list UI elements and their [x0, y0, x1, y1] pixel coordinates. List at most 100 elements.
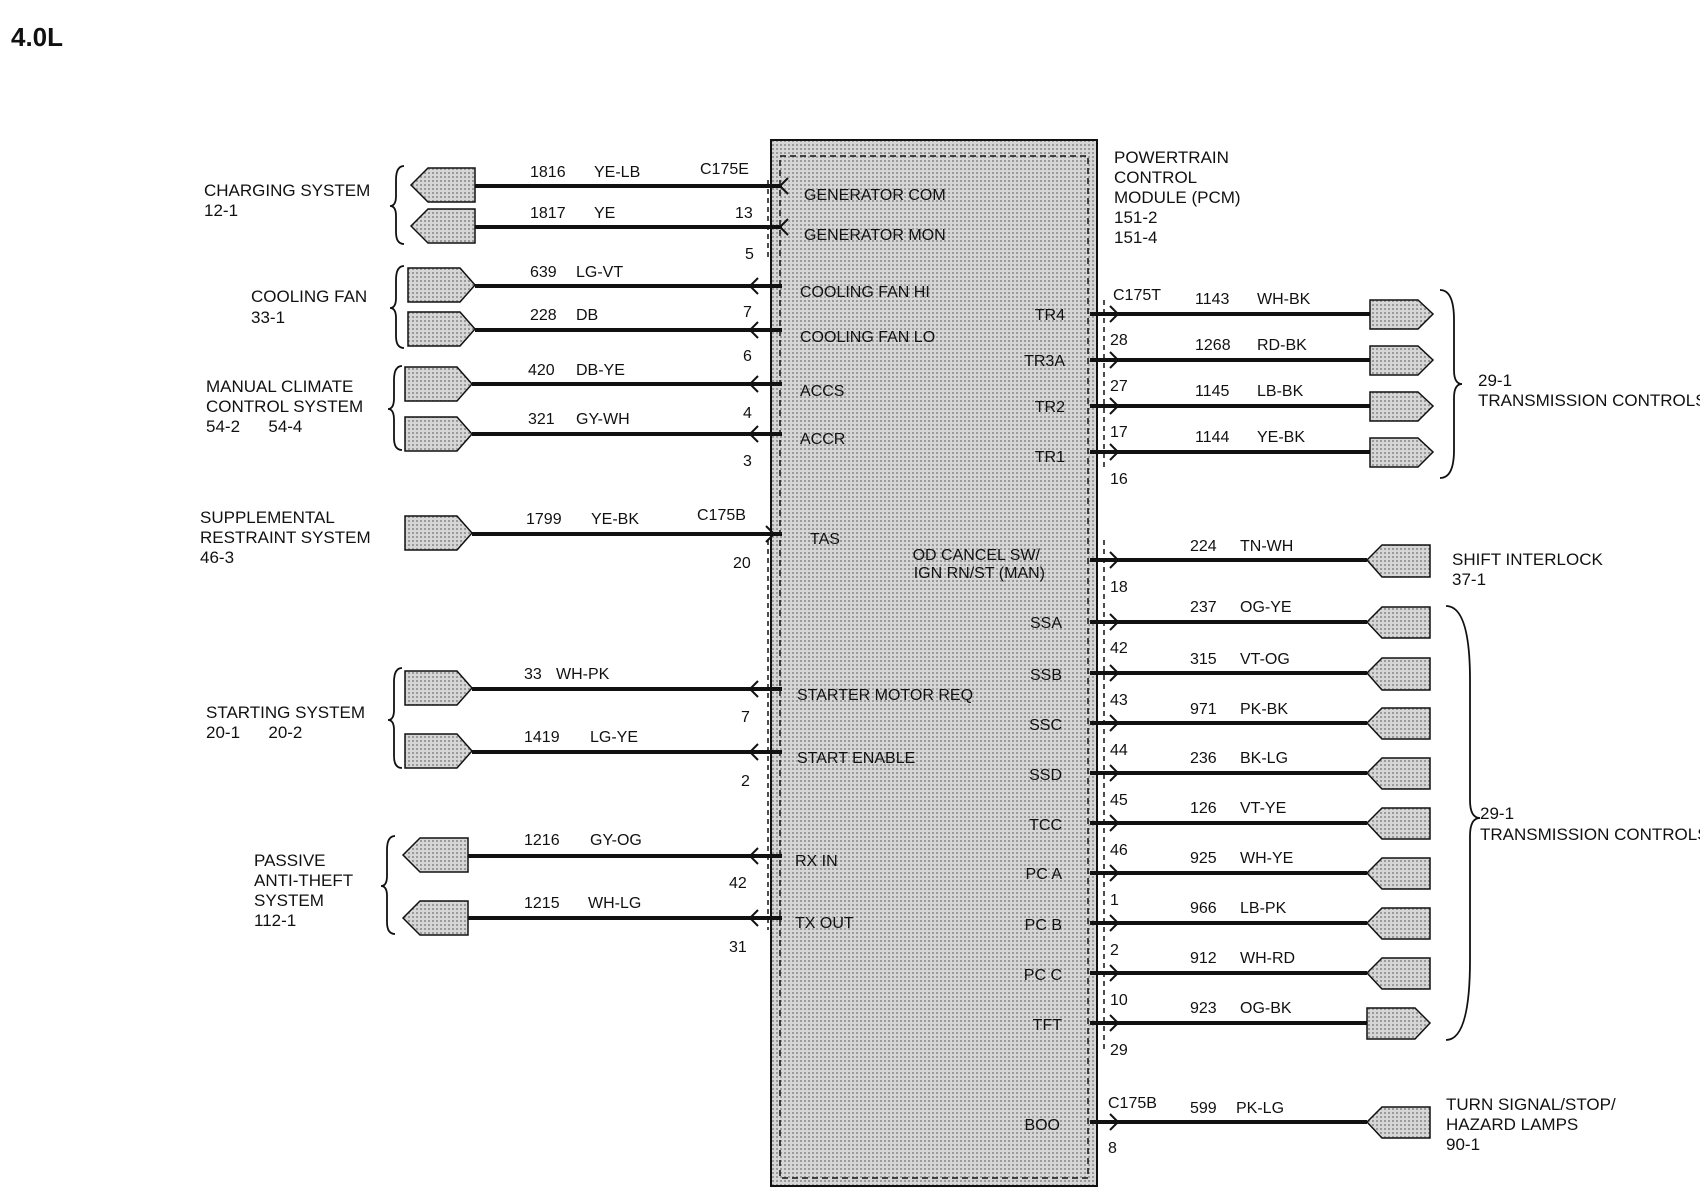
right-wire-circuit: 1145 [1195, 383, 1230, 400]
left-wire-arrow [748, 375, 759, 393]
right-wire-signal: PC C [1024, 967, 1062, 984]
left-wire-circuit: 1215 [524, 895, 560, 912]
right-wire-circuit: 126 [1190, 800, 1217, 817]
pcm-title-line-1: POWERTRAIN [1114, 148, 1229, 167]
left-wire-circuit: 228 [530, 307, 557, 324]
right-wire-pin: 16 [1110, 471, 1128, 488]
right-wire-pin: 1 [1110, 892, 1119, 909]
left-wire-pin: 7 [743, 304, 752, 321]
right-wire-circuit: 1144 [1195, 429, 1230, 446]
right-wire-arrow [1109, 305, 1120, 323]
right-wire-pin: 46 [1110, 842, 1128, 859]
right-wire-color: LB-BK [1257, 383, 1304, 400]
right-wire: 236 BK-LG SSD 45 [1029, 750, 1431, 809]
right-wire-signal: TCC [1029, 817, 1062, 834]
left-wire-circuit: 321 [528, 411, 555, 428]
left-wire-connector [401, 837, 469, 873]
right-wire-circuit: 224 [1190, 538, 1217, 555]
pcm-title-line-5: 151-4 [1114, 228, 1157, 247]
right-wire-circuit: 912 [1190, 950, 1217, 967]
right-wire-circuit: 599 [1190, 1100, 1217, 1117]
left-wire-circuit: 1216 [524, 832, 560, 849]
right-wire-color: WH-RD [1240, 950, 1295, 967]
right-wire-pin: 8 [1108, 1140, 1117, 1157]
left-wire-signal: COOLING FAN LO [800, 329, 935, 346]
system-climate-line-2: CONTROL SYSTEM [206, 397, 363, 416]
pcm-module-inner-border [779, 155, 1089, 1179]
right-wire-pin: 42 [1110, 640, 1128, 657]
right-wire-arrow [1109, 964, 1120, 982]
page-title: 4.0L [11, 22, 63, 52]
system-pats-line-4: 112-1 [254, 911, 296, 930]
system-climate-line-3: 54-2 54-4 [206, 417, 302, 436]
right-wires: 1143 WH-BK TR4 28 1268 RD-BK TR3A 27 114… [913, 291, 1435, 1157]
system-shift-interlock-line-1: SHIFT INTERLOCK [1452, 550, 1603, 569]
right-wire-color: VT-OG [1240, 651, 1290, 668]
bracket-pats [380, 835, 396, 935]
left-wire-signal: TX OUT [795, 915, 854, 932]
right-wire-signal-line-2: IGN RN/ST (MAN) [914, 565, 1045, 582]
left-wire-color: YE [594, 205, 615, 222]
system-trans-top-line-1: 29-1 [1478, 371, 1512, 390]
right-wire: 224 TN-WH OD CANCEL SW/ IGN RN/ST (MAN) … [913, 538, 1431, 596]
left-wire: 228 DB COOLING FAN LO 6 [407, 307, 935, 365]
right-wire-signal-line-1: OD CANCEL SW/ [913, 547, 1041, 564]
connector-label-c175b-left: C175B [697, 507, 746, 524]
system-charging-line-1: CHARGING SYSTEM [204, 181, 370, 200]
left-wire-arrow [748, 847, 759, 865]
left-wire-color: GY-OG [590, 832, 642, 849]
bracket-climate [387, 365, 403, 451]
right-wire: 971 PK-BK SSC 44 [1029, 701, 1431, 759]
right-wire-connector [1365, 606, 1431, 639]
left-wire-circuit: 639 [530, 264, 557, 281]
left-wire-color: WH-PK [556, 666, 610, 683]
left-wire: 33 WH-PK STARTER MOTOR REQ 7 [404, 666, 973, 726]
left-wire-signal: TAS [810, 531, 840, 548]
right-wire: 912 WH-RD PC C 10 [1024, 950, 1431, 1009]
left-wire-arrow [748, 321, 759, 339]
connector-label-c175b-right: C175B [1108, 1095, 1157, 1112]
right-wire: 923 OG-BK TFT 29 [1033, 1000, 1432, 1059]
left-wire-circuit: 33 [524, 666, 542, 683]
left-wire-pin: 4 [743, 405, 752, 422]
system-starting-line-2: 20-1 20-2 [206, 723, 302, 742]
right-wire-signal: PC A [1026, 866, 1063, 883]
system-cooling-line-2: 33-1 [251, 308, 285, 327]
right-system-labels: 29-1 TRANSMISSION CONTROLS SHIFT INTERLO… [1446, 371, 1700, 1154]
right-wire-arrow [1109, 914, 1120, 932]
left-wire-arrow [748, 909, 759, 927]
right-wire-connector [1365, 757, 1431, 790]
right-wire-circuit: 237 [1190, 599, 1217, 616]
right-wire-connector [1365, 1106, 1431, 1139]
left-wire: 321 GY-WH ACCR 3 [404, 411, 845, 470]
left-wire-color: LG-VT [576, 264, 623, 281]
right-wire-pin: 27 [1110, 378, 1128, 395]
right-wire-arrow [1109, 714, 1120, 732]
right-wire-circuit: 1143 [1195, 291, 1230, 308]
right-wire-signal: PC B [1025, 917, 1062, 934]
left-wire-color: WH-LG [588, 895, 641, 912]
right-wire-arrow [1109, 397, 1120, 415]
right-wire-pin: 17 [1110, 424, 1128, 441]
right-wire-color: VT-YE [1240, 800, 1286, 817]
right-wire-circuit: 925 [1190, 850, 1217, 867]
left-wires: 1816 YE-LB GENERATOR COM 1817 YE GENERAT… [401, 164, 973, 956]
right-wire-color: YE-BK [1257, 429, 1305, 446]
system-turn-signal-line-1: TURN SIGNAL/STOP/ [1446, 1095, 1616, 1114]
left-brackets [380, 165, 405, 935]
left-wire-circuit: 1816 [530, 164, 566, 181]
system-cooling-line-1: COOLING FAN [251, 287, 367, 306]
pcm-title-line-4: 151-2 [1114, 208, 1157, 227]
right-wire-pin: 45 [1110, 792, 1128, 809]
pcm-title-line-3: MODULE (PCM) [1114, 188, 1241, 207]
bracket-starting [387, 667, 403, 769]
right-wire-arrow [1109, 664, 1120, 682]
system-climate-line-1: MANUAL CLIMATE [206, 377, 353, 396]
right-wire-arrow [1109, 764, 1120, 782]
left-wire-arrow [765, 525, 776, 543]
left-wire-connector [404, 416, 474, 452]
system-trans-bottom-line-2: TRANSMISSION CONTROLS [1480, 825, 1700, 844]
left-wire-connector [407, 311, 477, 347]
left-wire-color: YE-BK [591, 511, 639, 528]
right-wire-color: PK-BK [1240, 701, 1288, 718]
